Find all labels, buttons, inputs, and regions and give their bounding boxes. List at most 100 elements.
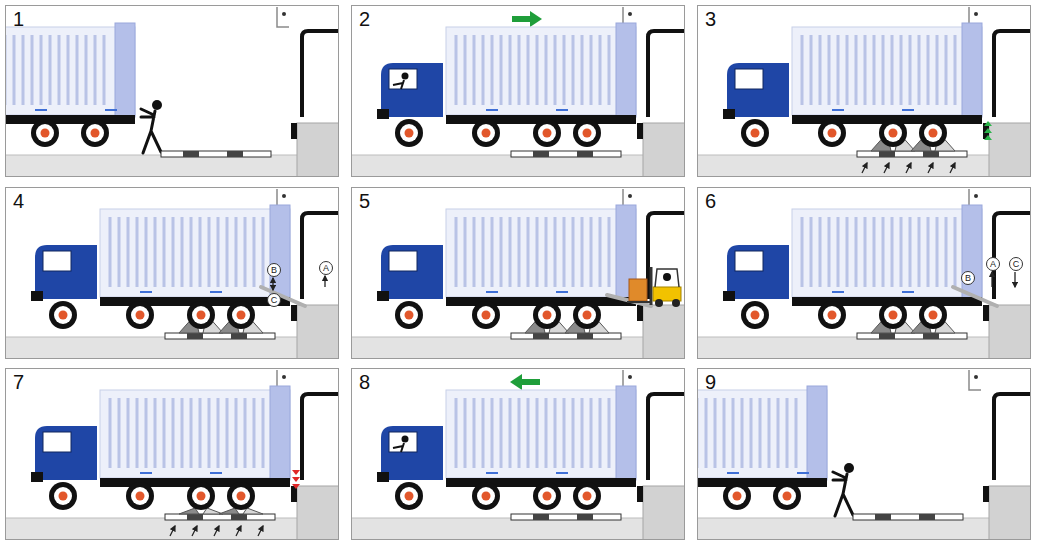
- trailer-rib: [226, 217, 229, 287]
- trailer-rib: [554, 35, 557, 105]
- trailer-body: [100, 390, 290, 478]
- motion-arrow: [272, 278, 273, 290]
- wheel-rim: [884, 306, 902, 324]
- person-head: [844, 463, 854, 473]
- wheel-rim: [400, 124, 418, 142]
- canopy: [277, 7, 289, 27]
- trailer-rib: [13, 35, 16, 105]
- wheel-hub: [482, 492, 491, 501]
- trailer-rib: [855, 217, 858, 287]
- trailer-rib: [599, 398, 602, 468]
- canopy-light: [974, 194, 978, 198]
- dock-bumper: [637, 486, 643, 502]
- trailer-rib: [500, 35, 503, 105]
- trailer-rib: [262, 398, 265, 468]
- trailer-rib: [873, 217, 876, 287]
- plate-stripe: [879, 333, 895, 339]
- trailer-rib: [464, 35, 467, 105]
- trailer-rib: [473, 35, 476, 105]
- wheel-hub: [197, 492, 206, 501]
- trailer-rib: [217, 398, 220, 468]
- trailer-rib: [801, 35, 804, 105]
- trailer-rib: [217, 217, 220, 287]
- trailer-rib: [536, 217, 539, 287]
- canopy-light: [974, 375, 978, 379]
- circled-letter: A: [319, 261, 333, 275]
- truck-wheel: [879, 301, 907, 329]
- trailer-rib: [208, 398, 211, 468]
- trailer-body: [446, 27, 636, 115]
- step-panel: 4BCA: [5, 187, 339, 359]
- wheel-rim: [477, 487, 495, 505]
- scene-content: [697, 189, 1031, 359]
- trailer-rib: [846, 35, 849, 105]
- trailer-marker: [797, 472, 809, 474]
- trailer-rib: [500, 217, 503, 287]
- cab-bumper: [377, 109, 389, 119]
- wheel-hub: [405, 311, 414, 320]
- truck-wheel: [395, 301, 423, 329]
- trailer-body: [446, 209, 636, 297]
- trailer-rib: [909, 217, 912, 287]
- truck-cab: [381, 245, 443, 299]
- trailer-rib: [954, 35, 957, 105]
- mast: [650, 267, 653, 305]
- trailer-rib: [882, 35, 885, 105]
- wheel-rim: [131, 306, 149, 324]
- letter-text: A: [323, 264, 329, 273]
- trailer-rib: [491, 35, 494, 105]
- trailer-rib: [500, 398, 503, 468]
- door-seal: [994, 213, 1031, 299]
- letter-text: C: [1013, 260, 1020, 269]
- dock-bumper: [983, 305, 989, 321]
- wheel-hub: [136, 311, 145, 320]
- trailer-rib: [464, 217, 467, 287]
- truck-wheel: [818, 119, 846, 147]
- door-seal: [648, 394, 685, 480]
- wheel-rim: [728, 487, 746, 505]
- circled-letter: B: [961, 271, 975, 285]
- lift-arrow: [906, 163, 911, 173]
- lift-arrow: [928, 163, 933, 173]
- trailer-rib: [190, 217, 193, 287]
- trailer-marker: [35, 109, 47, 111]
- wheel-hub: [828, 311, 837, 320]
- wheel-rim: [778, 487, 796, 505]
- truck-cab: [727, 245, 789, 299]
- wheel-rim: [54, 306, 72, 324]
- wheel-rim: [578, 487, 596, 505]
- dock-platform: [643, 486, 685, 540]
- ground: [351, 155, 685, 177]
- trailer-marker: [105, 109, 117, 111]
- step-scene: [5, 370, 347, 543]
- trailer-rib: [181, 217, 184, 287]
- wheel-rim: [477, 124, 495, 142]
- canopy-light: [628, 375, 632, 379]
- wheel-plate: [857, 151, 967, 157]
- trailer-marker: [486, 291, 498, 293]
- wheel-hub: [482, 129, 491, 138]
- wheel-hub: [59, 311, 68, 320]
- truck-wheel: [126, 482, 154, 510]
- trailer-rib: [714, 398, 717, 468]
- letter-text: A: [990, 260, 996, 269]
- wheel-hub: [59, 492, 68, 501]
- step-number: 9: [705, 372, 716, 392]
- step-scene: [5, 189, 347, 365]
- dock-bumper: [637, 305, 643, 321]
- canopy-light: [282, 194, 286, 198]
- lift-arrow: [214, 526, 219, 536]
- truck-wheel: [187, 482, 215, 510]
- circled-letter: B: [267, 263, 281, 277]
- wheel-hub: [929, 129, 938, 138]
- trailer-door: [270, 205, 290, 299]
- trailer-rib: [768, 398, 771, 468]
- person-head: [152, 100, 162, 110]
- plate-stripe: [533, 333, 549, 339]
- plate-stripe: [879, 151, 895, 157]
- fork: [627, 301, 651, 303]
- trailer-rib: [181, 398, 184, 468]
- trailer-rib: [482, 398, 485, 468]
- lift-arrow: [170, 526, 175, 536]
